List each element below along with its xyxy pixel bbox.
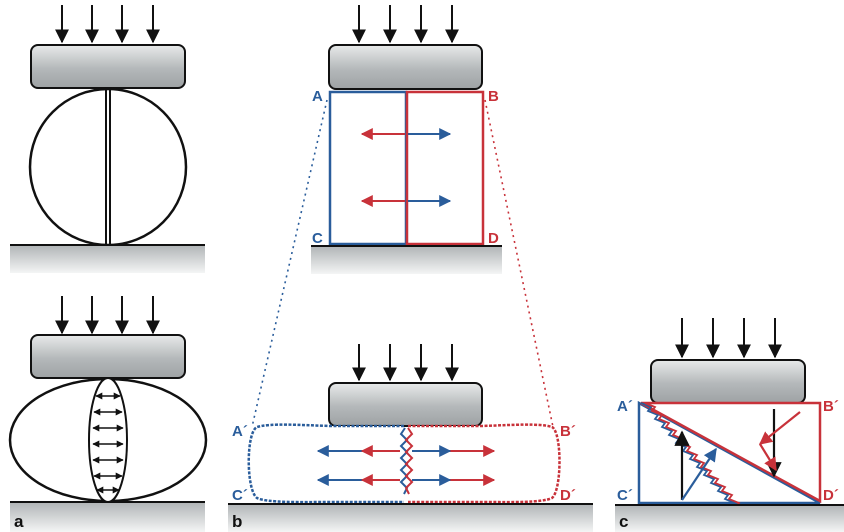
projection-line-left — [251, 99, 328, 428]
panel-label-a: a — [14, 512, 24, 531]
corner-C-prime: C´ — [232, 487, 248, 504]
deformed-body-left-blue — [247, 423, 404, 504]
load-arrows-a-bottom — [55, 296, 160, 335]
panel-label-c: c — [619, 512, 628, 531]
panel-b: A B C D A´ B´ C — [228, 5, 593, 532]
specimen-circle-a — [28, 87, 188, 247]
corner-A: A — [312, 88, 323, 105]
compression-plate-b-bottom — [328, 382, 483, 427]
projection-line-right — [484, 99, 554, 428]
load-arrows-c — [675, 318, 782, 359]
block-right-red — [405, 90, 485, 246]
corner-C: C — [312, 230, 323, 247]
corner-c-B-prime: B´ — [823, 398, 839, 415]
shear-fracture-c — [640, 402, 737, 508]
compression-plate-a-top — [30, 44, 186, 89]
deformed-body-right-red — [408, 423, 561, 504]
compression-plate-c — [650, 359, 806, 404]
tension-arrows-a — [92, 392, 124, 494]
panel-label-b: b — [232, 512, 242, 531]
load-arrows-b-top — [352, 5, 459, 44]
corner-A-prime: A´ — [232, 423, 248, 440]
split-arrows-b-bottom — [316, 445, 496, 486]
split-arrows-b-top — [360, 128, 452, 207]
ground-plate-a-top — [10, 245, 205, 273]
corner-B: B — [488, 88, 499, 105]
corner-B-prime: B´ — [560, 423, 576, 440]
corner-c-A-prime: A´ — [617, 398, 633, 415]
compression-plate-a-bottom — [30, 334, 186, 379]
ground-plate-c — [615, 505, 844, 532]
force-vectors-c — [674, 409, 801, 501]
panel-c: A´ B´ C´ D´ c — [615, 318, 844, 532]
load-arrows-a-top — [55, 5, 160, 44]
ground-plate-b-bottom — [228, 504, 593, 532]
block-left-blue — [328, 90, 408, 246]
corner-D: D — [488, 230, 499, 247]
ground-plate-b-top — [311, 246, 502, 274]
panel-a: a — [8, 5, 208, 532]
compression-plate-b-top — [328, 44, 483, 90]
corner-c-D-prime: D´ — [823, 487, 839, 504]
load-arrows-b-bottom — [352, 344, 459, 382]
corner-D-prime: D´ — [560, 487, 576, 504]
ground-plate-a-bottom — [10, 502, 205, 532]
corner-c-C-prime: C´ — [617, 487, 633, 504]
